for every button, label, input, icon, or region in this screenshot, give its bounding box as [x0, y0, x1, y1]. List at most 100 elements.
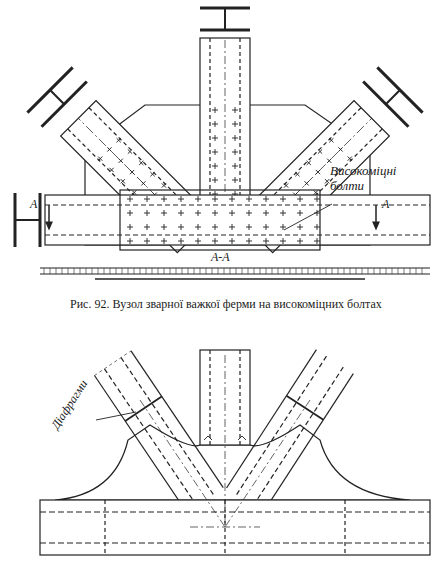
bolt-mark	[212, 196, 218, 202]
weld-tick	[260, 268, 261, 274]
bolt-mark	[232, 163, 238, 169]
weld-tick	[404, 268, 405, 274]
bolt-mark	[232, 107, 238, 113]
left-diagonal	[94, 351, 223, 512]
bottom-chord	[15, 190, 430, 250]
bolt-mark	[229, 196, 235, 202]
weld-tick	[302, 268, 303, 274]
bolt-mark	[297, 224, 303, 230]
weld-tick	[50, 268, 51, 274]
weld-tick	[200, 268, 201, 274]
weld-tick	[266, 268, 267, 274]
bolt-mark	[336, 145, 344, 153]
bolt-mark	[346, 154, 354, 162]
weld-tick	[386, 268, 387, 274]
bolt-mark	[127, 196, 133, 202]
weld-tick	[332, 268, 333, 274]
bolt-mark	[161, 196, 167, 202]
bolt-mark	[212, 149, 218, 155]
bolt-mark	[232, 135, 238, 141]
bolt-mark	[302, 179, 310, 187]
bolt-mark	[212, 177, 218, 183]
bolt-mark	[314, 196, 320, 202]
bolt-mark	[144, 224, 150, 230]
bolt-mark	[293, 170, 301, 178]
bolt-mark	[316, 147, 324, 155]
bolt-mark	[280, 196, 286, 202]
weld-tick	[188, 268, 189, 274]
weld-tick	[374, 268, 375, 274]
weld-tick	[92, 268, 93, 274]
section-mark: А	[382, 198, 389, 212]
section-marks	[46, 205, 379, 229]
weld-tick	[224, 268, 225, 274]
bolt-mark	[178, 196, 184, 202]
weld-tick	[236, 268, 237, 274]
weld-tick	[380, 268, 381, 274]
weld-tick	[164, 268, 165, 274]
bolt-mark	[96, 154, 104, 162]
bolt-mark	[105, 145, 113, 153]
bolt-mark	[195, 238, 201, 244]
right-diagonal	[227, 350, 354, 512]
weld-tick	[146, 268, 147, 274]
bolt-mark	[128, 168, 136, 176]
callout-label: Діафрагми	[49, 378, 91, 432]
weld-tick	[410, 268, 411, 274]
bolt-mark	[127, 238, 133, 244]
bolt-mark	[144, 210, 150, 216]
weld-tick	[122, 268, 123, 274]
bolt-mark	[137, 159, 145, 167]
bolt-mark	[297, 238, 303, 244]
weld-tick	[116, 268, 117, 274]
bolt-mark	[314, 224, 320, 230]
bolt-mark	[263, 238, 269, 244]
bolt-mark	[232, 177, 238, 183]
bolt-mark	[297, 210, 303, 216]
weld-tick	[44, 268, 45, 274]
weld-tick	[176, 268, 177, 274]
bolt-mark	[246, 210, 252, 216]
weld-tick	[350, 268, 351, 274]
bolt-mark	[178, 224, 184, 230]
figure-caption: Рис. 92. Вузол зварної важкої ферми на в…	[70, 298, 390, 312]
bolt-mark	[127, 224, 133, 230]
bolt-mark	[107, 166, 115, 174]
bolt-mark	[327, 136, 335, 144]
bolt-mark	[246, 196, 252, 202]
bolt-mark	[139, 179, 147, 187]
weld-tick	[182, 268, 183, 274]
section-mark: А	[30, 198, 37, 212]
weld-tick	[128, 268, 129, 274]
weld-tick	[242, 268, 243, 274]
bolt-mark	[212, 135, 218, 141]
bolt-mark	[246, 224, 252, 230]
axis-lines	[140, 355, 310, 527]
weld-tick	[416, 268, 417, 274]
weld-tick	[98, 268, 99, 274]
weld-tick	[356, 268, 357, 274]
weld-tick	[56, 268, 57, 274]
weld-tick	[230, 268, 231, 274]
leader-line	[96, 412, 136, 420]
bolt-mark	[282, 181, 290, 189]
callout-label: Високоміцні болти	[330, 164, 420, 194]
weld-tick	[110, 268, 111, 274]
weld-tick	[398, 268, 399, 274]
weld-tick	[152, 268, 153, 274]
weld-tick	[284, 268, 285, 274]
weld-tick	[320, 268, 321, 274]
weld-tick	[254, 268, 255, 274]
bolt-mark	[263, 196, 269, 202]
weld-tick	[68, 268, 69, 274]
bolt-mark	[212, 210, 218, 216]
bolt-mark	[148, 170, 156, 178]
bolt-mark	[280, 210, 286, 216]
weld-tick	[290, 268, 291, 274]
bolt-mark	[297, 196, 303, 202]
weld-tick	[194, 268, 195, 274]
bolt-mark	[314, 238, 320, 244]
bolt-mark	[304, 159, 312, 167]
bolt-mark	[195, 196, 201, 202]
